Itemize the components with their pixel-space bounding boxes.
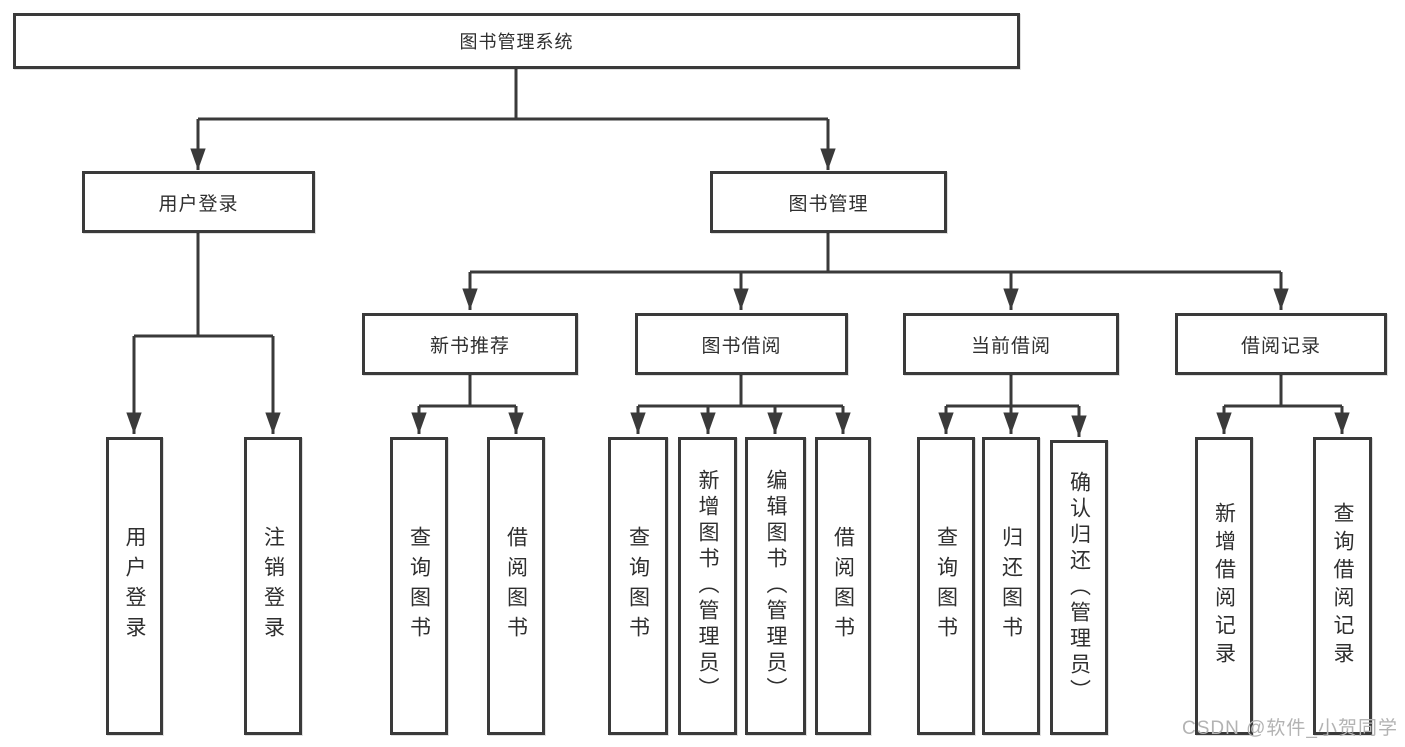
node-label: 用户登录 (158, 193, 239, 215)
node-label: 注销登录 (261, 526, 285, 646)
csdn-watermark: CSDN @软件_小贺同学 (1182, 718, 1398, 739)
node-label: 新增借阅记录 (1212, 502, 1236, 670)
leaf-current-query-book: 查询图书 (917, 437, 975, 735)
node-label: 借阅图书 (504, 526, 528, 646)
node-book-borrow: 图书借阅 (635, 313, 848, 375)
leaf-user-login: 用户登录 (106, 437, 163, 735)
node-label: 查询图书 (934, 526, 958, 646)
node-label: 图书管理系统 (459, 32, 574, 52)
node-book-management: 图书管理 (710, 171, 947, 233)
node-label: 新增图书（管理员） (696, 469, 719, 703)
node-label: 查询图书 (407, 526, 431, 646)
node-label: 新书推荐 (429, 335, 510, 357)
leaf-logout: 注销登录 (244, 437, 302, 735)
node-label: 归还图书 (999, 526, 1023, 646)
node-label: 编辑图书（管理员） (764, 469, 787, 703)
node-new-book-recommend: 新书推荐 (362, 313, 578, 375)
node-borrow-record: 借阅记录 (1175, 313, 1387, 375)
leaf-return-book: 归还图书 (982, 437, 1040, 735)
node-current-borrow: 当前借阅 (903, 313, 1119, 375)
leaf-recommend-query-book: 查询图书 (390, 437, 448, 735)
node-label: 借阅图书 (831, 526, 855, 646)
node-label: 借阅记录 (1240, 335, 1321, 357)
node-library-system: 图书管理系统 (13, 13, 1020, 69)
leaf-borrow-book: 借阅图书 (815, 437, 871, 735)
node-label: 图书借阅 (701, 335, 782, 357)
node-label: 当前借阅 (970, 335, 1051, 357)
leaf-add-book-admin: 新增图书（管理员） (678, 437, 737, 735)
node-label: 用户登录 (123, 526, 146, 646)
leaf-query-borrow-record: 查询借阅记录 (1313, 437, 1372, 735)
node-label: 查询借阅记录 (1331, 502, 1354, 670)
node-label: 确认归还（管理员） (1067, 470, 1091, 705)
node-label: 查询图书 (626, 526, 650, 646)
leaf-edit-book-admin: 编辑图书（管理员） (745, 437, 806, 735)
node-user-login: 用户登录 (82, 171, 315, 233)
node-label: 图书管理 (788, 193, 869, 215)
leaf-add-borrow-record: 新增借阅记录 (1195, 437, 1253, 735)
leaf-recommend-borrow-book: 借阅图书 (487, 437, 545, 735)
leaf-borrow-query-book: 查询图书 (608, 437, 668, 735)
leaf-confirm-return-admin: 确认归还（管理员） (1050, 440, 1108, 735)
